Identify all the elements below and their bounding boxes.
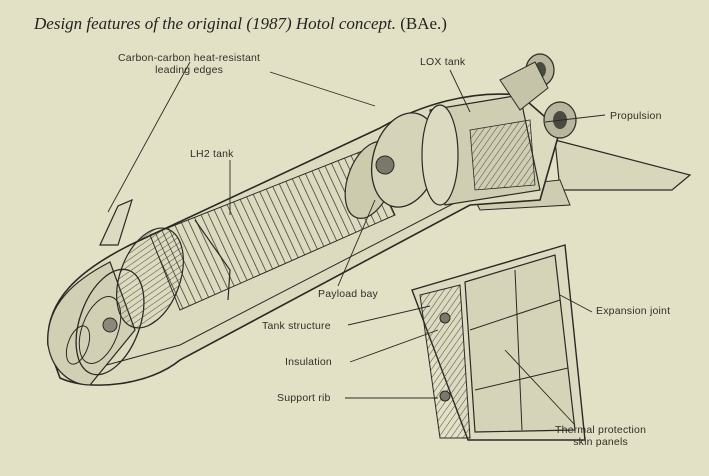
caption-text: Design features of the original (1987) H… <box>34 14 396 33</box>
label-thermal-protection-line1: Thermal protection <box>555 424 647 436</box>
label-thermal-protection-line2: skin panels <box>573 436 628 448</box>
label-payload-bay: Payload bay <box>318 288 378 300</box>
figure-caption: Design features of the original (1987) H… <box>34 14 447 34</box>
label-thermal-protection: Thermal protection skin panels <box>555 424 646 448</box>
label-leading-edges: Carbon-carbon heat-resistant leading edg… <box>118 52 260 76</box>
caption-credit: (BAe.) <box>400 14 447 33</box>
label-leading-edges-line1: Carbon-carbon heat-resistant <box>118 52 261 64</box>
label-leading-edges-line2: leading edges <box>155 64 224 76</box>
label-support-rib: Support rib <box>277 392 331 404</box>
label-lh2-tank: LH2 tank <box>190 148 234 160</box>
canard-fin <box>99 198 133 246</box>
skin-panel-detail <box>411 244 586 441</box>
label-expansion-joint: Expansion joint <box>596 305 671 317</box>
label-propulsion: Propulsion <box>610 110 662 122</box>
label-insulation: Insulation <box>285 356 332 368</box>
label-lox-tank: LOX tank <box>420 56 466 68</box>
lox-tank <box>421 94 541 206</box>
label-tank-structure: Tank structure <box>262 320 331 332</box>
leader-lines <box>107 61 606 426</box>
